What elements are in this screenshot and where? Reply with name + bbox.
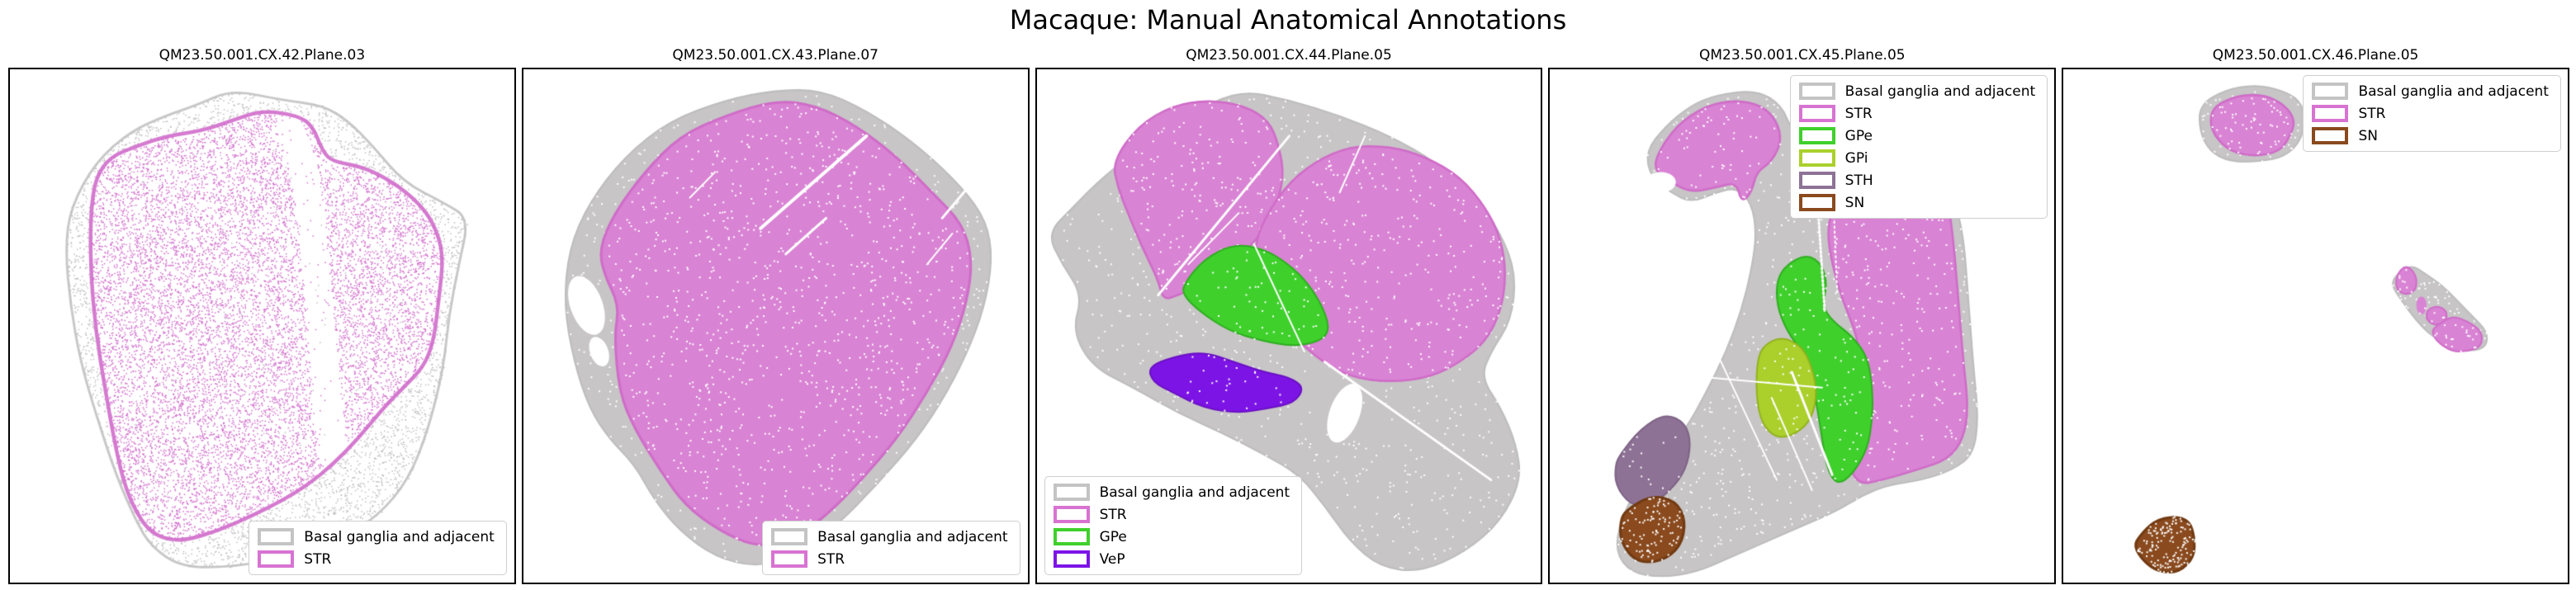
legend-swatch — [1053, 506, 1090, 523]
legend-swatch — [2312, 83, 2349, 100]
legend-swatch — [771, 528, 808, 545]
legend-swatch — [1053, 550, 1090, 568]
legend-swatch — [1798, 105, 1835, 122]
legend-swatch — [1798, 83, 1835, 100]
legend-swatch — [1798, 127, 1835, 144]
legend-swatch — [258, 550, 295, 568]
legend-item: STR — [258, 550, 495, 568]
plot-canvas — [523, 69, 1028, 583]
legend-label: STR — [817, 550, 845, 568]
legend-item: STH — [1798, 172, 2036, 189]
legend-label: SN — [1844, 194, 1865, 211]
legend-label: STR — [1844, 105, 1873, 122]
legend-item: STR — [2312, 105, 2549, 122]
legend-item: GPe — [1053, 528, 1290, 545]
legend-label: Basal ganglia and adjacent — [2358, 83, 2549, 100]
panel-title: QM23.50.001.CX.42.Plane.03 — [159, 47, 366, 64]
legend-label: STR — [1099, 506, 1127, 523]
legend-item: GPe — [1798, 127, 2036, 144]
legend-swatch — [771, 550, 808, 568]
legend-label: SN — [2358, 127, 2378, 144]
plot-canvas — [2063, 69, 2568, 583]
legend-label: GPe — [1099, 528, 1127, 545]
legend-item: STR — [1053, 506, 1290, 523]
legend-label: VeP — [1099, 550, 1125, 568]
panel-title: QM23.50.001.CX.43.Plane.07 — [672, 47, 878, 64]
legend-swatch — [2312, 105, 2349, 122]
legend-item: VeP — [1053, 550, 1290, 568]
plot-canvas — [10, 69, 514, 583]
legend-label: Basal ganglia and adjacent — [304, 528, 495, 545]
figure-title: Macaque: Manual Anatomical Annotations — [1009, 4, 1567, 35]
legend-swatch — [1053, 528, 1090, 545]
legend-swatch — [1053, 484, 1090, 501]
legend-swatch — [1798, 194, 1835, 211]
legend-label: STH — [1844, 172, 1873, 189]
legend-item: SN — [2312, 127, 2549, 144]
legend-item: STR — [771, 550, 1008, 568]
legend-item: Basal ganglia and adjacent — [258, 528, 495, 545]
legend-label: Basal ganglia and adjacent — [1099, 484, 1290, 501]
panel-title: QM23.50.001.CX.45.Plane.05 — [1698, 47, 1906, 64]
legend-item: Basal ganglia and adjacent — [771, 528, 1008, 545]
legend-swatch — [258, 528, 295, 545]
legend-label: STR — [2358, 105, 2386, 122]
legend-item: Basal ganglia and adjacent — [1798, 83, 2036, 100]
legend-item: Basal ganglia and adjacent — [1053, 484, 1290, 501]
legend-label: Basal ganglia and adjacent — [1844, 83, 2036, 100]
legend-item: GPi — [1798, 149, 2036, 167]
legend-swatch — [2312, 127, 2349, 144]
legend-label: GPe — [1844, 127, 1873, 144]
legend-swatch — [1798, 149, 1835, 167]
legend-label: GPi — [1844, 149, 1868, 167]
legend-item: STR — [1798, 105, 2036, 122]
legend-label: STR — [304, 550, 332, 568]
legend-item: SN — [1798, 194, 2036, 211]
legend-swatch — [1798, 172, 1835, 189]
panel-title: QM23.50.001.CX.44.Plane.05 — [1186, 47, 1392, 64]
legend-item: Basal ganglia and adjacent — [2312, 83, 2549, 100]
panel-title: QM23.50.001.CX.46.Plane.05 — [2212, 47, 2419, 64]
legend-label: Basal ganglia and adjacent — [817, 528, 1008, 545]
